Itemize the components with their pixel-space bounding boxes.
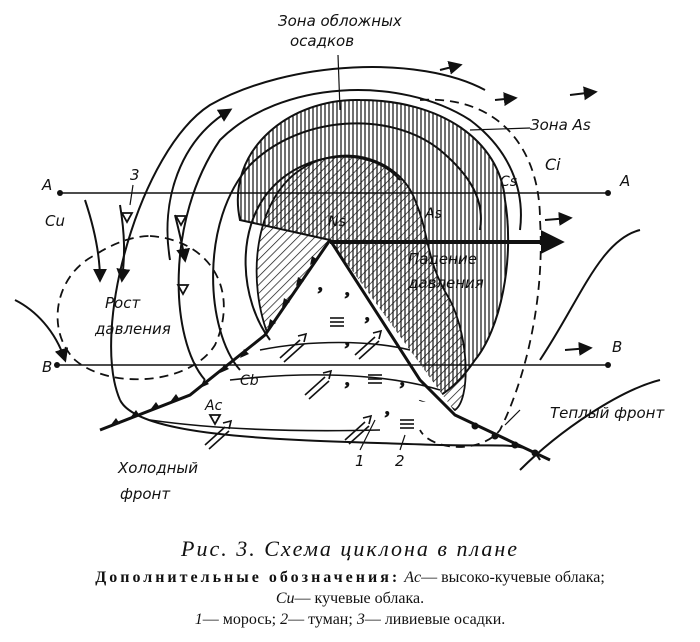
caption-ac-abbr: Ac xyxy=(404,569,422,586)
figure-caption-title: Рис. 3. Схема циклона в плане xyxy=(181,536,519,561)
shower-symbols xyxy=(120,212,222,426)
label-ci: Ci xyxy=(545,155,561,174)
svg-text:,: , xyxy=(365,304,370,324)
caption-legend-heading: Дополнительные обозначения: xyxy=(95,569,401,586)
warm-front-semicircles xyxy=(471,422,539,457)
caption-ac-text: — высоко-кучевые облака; xyxy=(421,569,605,586)
bottom-curve xyxy=(149,419,381,432)
caption-legend-line-2: Cu— кучевые облака. xyxy=(0,590,700,608)
pressure-rise-area xyxy=(56,235,225,381)
label-three: 3 xyxy=(130,166,140,184)
label-as-inner: As xyxy=(424,206,442,222)
dashed-cloud-boundary xyxy=(419,98,542,448)
isobar-2 xyxy=(212,122,482,371)
svg-text:,: , xyxy=(318,274,323,294)
svg-text:,: , xyxy=(345,369,350,389)
caption-showers: — ливиевые осадки. xyxy=(364,611,506,628)
label-a-left: A xyxy=(41,176,52,194)
svg-text:,: , xyxy=(345,329,350,349)
label-b-right: B xyxy=(612,338,622,356)
label-warm-front: Теплый фронт xyxy=(550,404,665,422)
label-ns: Ns xyxy=(328,214,346,230)
precipitation-symbols: , , , , , , , xyxy=(318,274,414,429)
label-pressure-rise-1: Рост xyxy=(105,294,141,312)
label-pressure-rise-2: давления xyxy=(94,320,171,338)
label-b-left: B xyxy=(42,358,52,376)
label-zone-overcast-1: Зона обложных xyxy=(278,12,402,30)
label-cu: Cu xyxy=(45,212,65,230)
label-a-right: A xyxy=(619,172,630,190)
label-pressure-fall-2: давления xyxy=(407,274,484,292)
caption-legend-line-3: 1— морось; 2— туман; 3— ливиевые осадки. xyxy=(0,611,700,629)
label-cold-front-2: фронт xyxy=(120,485,171,503)
warm-sector xyxy=(190,240,455,412)
caption-drizzle: — морось; xyxy=(202,611,277,628)
label-cold-front-1: Холодный xyxy=(117,459,198,477)
isobar-5 xyxy=(166,108,233,261)
cb-band xyxy=(229,374,441,391)
svg-text:,: , xyxy=(385,398,390,418)
warm-air-arrows xyxy=(204,329,383,450)
isobar-1 xyxy=(244,155,401,341)
warm-front-line xyxy=(328,239,551,462)
caption-num-2: 2 xyxy=(280,611,289,628)
right-curve-upper xyxy=(539,229,641,361)
label-one: 1 xyxy=(355,452,365,470)
label-zone-as: Зона As xyxy=(530,116,591,134)
cold-front-teeth xyxy=(110,256,318,426)
label-two: 2 xyxy=(395,452,405,470)
caption-legend-line-1: Дополнительные обозначения: Ac— высоко-к… xyxy=(0,569,700,587)
mid-band xyxy=(259,341,411,351)
caption-num-3: 3 xyxy=(356,611,365,628)
caption-fog: — туман; xyxy=(288,611,353,628)
label-cs: Cs xyxy=(500,174,517,190)
caption-cu-text: — кучевые облака. xyxy=(294,590,425,607)
label-ac: Ac xyxy=(204,398,223,414)
label-zone-overcast-2: осадков xyxy=(290,32,354,50)
ns-precipitation-zone xyxy=(255,154,467,412)
leader-lines xyxy=(129,54,531,451)
svg-text:,: , xyxy=(400,369,405,389)
isobar-4 xyxy=(110,66,486,401)
caption-num-1: 1 xyxy=(194,611,203,628)
label-cb: Cb xyxy=(240,373,259,389)
cyclone-diagram: , , , , , , , Зона обложных осадков Зона… xyxy=(14,12,665,503)
caption-cu-abbr: Cu xyxy=(275,590,295,607)
svg-text:,: , xyxy=(345,279,350,299)
label-pressure-fall-1: Падение xyxy=(408,250,477,268)
